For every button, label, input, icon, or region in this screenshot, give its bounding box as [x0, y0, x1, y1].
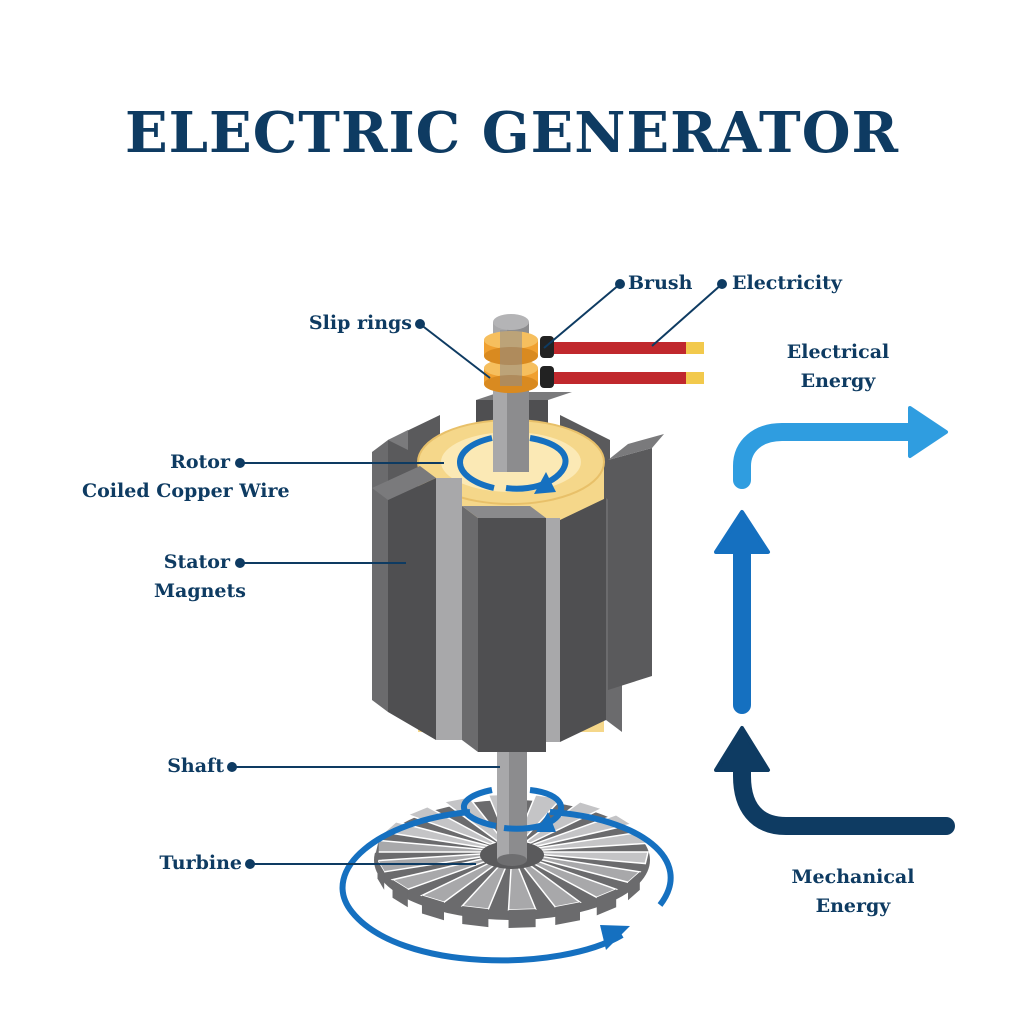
label-coiled-copper-wire: Coiled Copper Wire — [82, 477, 290, 506]
electricity-wires — [554, 342, 704, 384]
label-magnets: Magnets — [60, 577, 246, 606]
energy-flow-arrow-icon — [714, 406, 955, 835]
stator-magnets-front — [372, 434, 664, 752]
brush — [540, 336, 554, 388]
label-stator-text: Stator — [163, 551, 230, 573]
label-coiled-copper-wire-text: Coiled Copper Wire — [82, 480, 290, 502]
rotation-arrow-icon — [461, 787, 564, 832]
label-electricity: Electricity — [732, 269, 842, 298]
leader-lines — [227, 279, 727, 869]
label-shaft: Shaft — [60, 752, 224, 781]
rotation-arrow-icon — [457, 435, 569, 494]
label-brush-text: Brush — [628, 272, 693, 294]
rotation-arrow-icon — [339, 809, 674, 964]
label-mechanical-energy-line2: Energy — [815, 895, 891, 917]
label-shaft-text: Shaft — [167, 755, 224, 777]
slip-rings — [484, 330, 538, 393]
label-magnets-text: Magnets — [153, 580, 246, 602]
label-turbine: Turbine — [60, 849, 242, 878]
label-electrical-energy-line1: Electrical — [786, 341, 890, 363]
diagram-title: ELECTRIC GENERATOR — [124, 100, 900, 166]
label-brush: Brush — [628, 269, 692, 298]
label-electrical-energy-line2: Energy — [800, 370, 876, 392]
shaft — [497, 745, 527, 866]
label-turbine-text: Turbine — [159, 852, 242, 874]
label-mechanical-energy-line1: Mechanical — [791, 866, 915, 888]
label-slip-rings-text: Slip rings — [308, 312, 412, 334]
label-stator: Stator — [60, 548, 230, 577]
label-rotor-text: Rotor — [170, 451, 230, 473]
label-electricity-text: Electricity — [732, 272, 842, 294]
label-rotor: Rotor — [60, 448, 230, 477]
label-electrical-energy: Electrical Energy — [770, 338, 906, 396]
label-mechanical-energy: Mechanical Energy — [768, 863, 938, 921]
label-slip-rings: Slip rings — [250, 309, 412, 338]
